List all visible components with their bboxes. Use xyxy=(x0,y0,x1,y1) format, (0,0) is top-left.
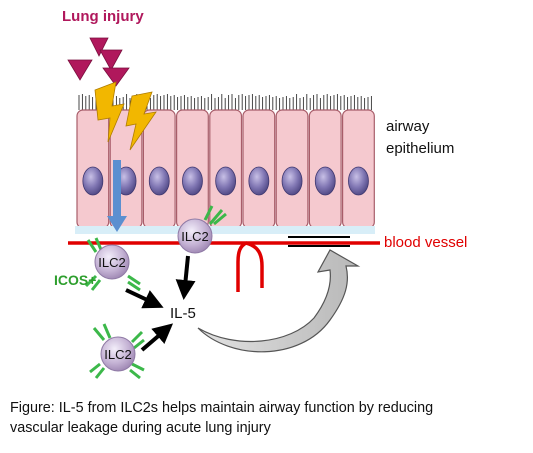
receptor-icon xyxy=(89,323,145,380)
receptor-icon xyxy=(84,237,141,292)
icos-label: ICOS+ xyxy=(54,272,96,288)
blood-vessel-label: blood vessel xyxy=(384,234,467,251)
nucleus xyxy=(281,166,303,196)
triangle-icon xyxy=(99,49,123,71)
triangle-icon xyxy=(102,67,130,87)
ilc2-label: ILC2 xyxy=(104,347,131,362)
ilc2-label: ILC2 xyxy=(181,229,208,244)
nucleus xyxy=(314,166,336,196)
caption-line-1: Figure: IL-5 from ILC2s helps maintain a… xyxy=(10,400,434,416)
lung-injury-label: Lung injury xyxy=(62,8,144,25)
secretion-arrows xyxy=(125,255,196,352)
nucleus xyxy=(148,166,170,196)
nucleus xyxy=(248,166,270,196)
lightning-icon xyxy=(94,81,157,151)
nucleus xyxy=(348,166,369,196)
triangle-icon xyxy=(89,37,109,57)
ilc2-label: ILC2 xyxy=(98,255,125,270)
ilc2-cell-lower: ILC2 xyxy=(89,323,145,380)
triangle-icon xyxy=(67,59,93,81)
airway-label: airway xyxy=(386,118,430,135)
epithelium-label: epithelium xyxy=(386,140,454,157)
nucleus xyxy=(215,166,237,196)
receptor-icon xyxy=(203,205,227,226)
caption-line-2: vascular leakage during acute lung injur… xyxy=(10,420,271,436)
basement-membrane xyxy=(75,226,375,234)
vessel-gap-marker xyxy=(288,236,350,247)
nucleus xyxy=(182,166,203,196)
blood-vessel xyxy=(68,241,380,292)
injury-triangles xyxy=(67,37,130,87)
airway-epithelium-cells xyxy=(76,109,375,229)
ilc2-cell-icos: ILC2 xyxy=(84,237,141,292)
nucleus xyxy=(82,166,104,196)
il5-label: IL-5 xyxy=(170,305,196,322)
curved-arrow-icon xyxy=(197,249,361,353)
ilc2-cell: ILC2 xyxy=(177,205,227,254)
blue-signal-arrow xyxy=(107,160,127,232)
figure-caption: Figure: IL-5 from ILC2s helps maintain a… xyxy=(10,398,525,438)
